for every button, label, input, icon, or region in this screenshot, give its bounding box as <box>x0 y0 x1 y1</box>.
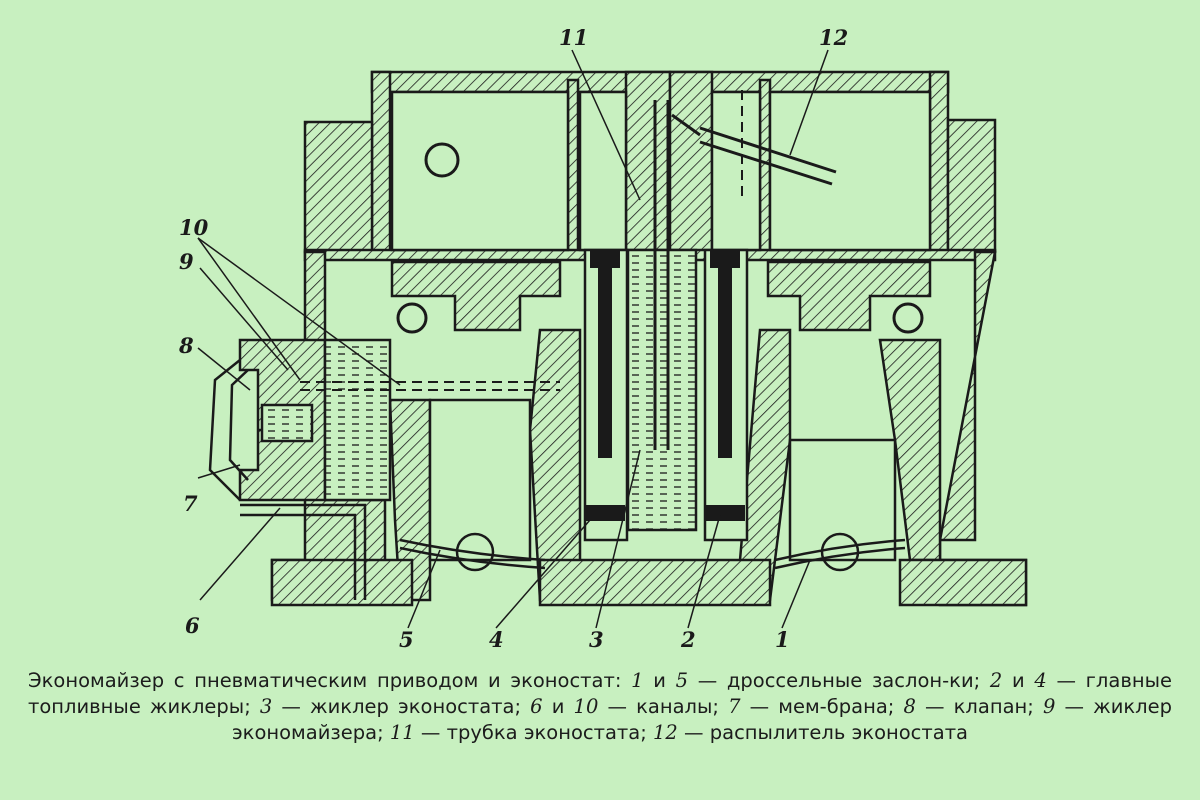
caption-text: и <box>643 669 676 692</box>
channel-6 <box>240 503 367 600</box>
caption-text: — дроссельные заслон-ки; <box>688 669 990 692</box>
floats <box>396 142 924 334</box>
caption-text: — каналы; <box>598 695 729 718</box>
throttle-valves <box>399 532 906 572</box>
caption-number: 5 <box>675 669 689 692</box>
caption-number: 10 <box>573 695 599 718</box>
caption-text: — жиклер экономайзера; <box>231 695 1173 744</box>
callout-8: 8 <box>178 333 194 358</box>
caption-text: — трубка эконостата; <box>414 721 654 744</box>
caption-text: — распылитель эконостата <box>677 721 969 744</box>
chambers <box>323 90 932 562</box>
channel-10 <box>300 90 743 391</box>
caption-number: 6 <box>530 695 543 718</box>
caption-number: 8 <box>903 695 916 718</box>
caption-text: и <box>1002 669 1035 692</box>
callout-4: 4 <box>489 627 504 652</box>
callout-1: 1 <box>775 627 790 652</box>
econostat-tube <box>653 100 837 450</box>
callout-7: 7 <box>183 491 198 516</box>
callout-9: 9 <box>179 249 194 274</box>
caption-number: 1 <box>631 669 644 692</box>
figure-caption: Экономайзер с пневматическим приводом и … <box>28 668 1172 746</box>
caption-number: 4 <box>1034 669 1047 692</box>
caption-text: — жиклер эконостата; <box>272 695 531 718</box>
caption-text: — клапан; <box>915 695 1043 718</box>
callout-12: 12 <box>819 25 848 50</box>
caption-number: 3 <box>259 695 273 718</box>
caption-number: 7 <box>728 695 741 718</box>
callout-5: 5 <box>399 627 414 652</box>
callout-2: 2 <box>680 627 696 652</box>
caption-text: Экономайзер с пневматическим приводом и … <box>28 669 632 692</box>
callout-6: 6 <box>185 613 200 638</box>
leader-lines <box>197 49 829 629</box>
caption-text: и <box>542 695 574 718</box>
caption-text: — главные топливные жиклеры; <box>28 669 1172 718</box>
caption-number: 11 <box>389 721 415 744</box>
caption-number: 2 <box>989 669 1003 692</box>
callout-10: 10 <box>179 215 209 240</box>
carburetor-drawing: 11 12 10 9 8 7 6 5 4 3 2 1 <box>178 25 1028 652</box>
main-jets <box>585 250 745 521</box>
economizer-membrane <box>208 359 314 501</box>
caption-text: — мем-брана; <box>740 695 904 718</box>
callout-11: 11 <box>559 25 588 50</box>
callout-3: 3 <box>589 627 604 652</box>
carburetor-diagram: 11 12 10 9 8 7 6 5 4 3 2 1 <box>178 25 1028 652</box>
caption-number: 9 <box>1042 695 1056 718</box>
caption-number: 12 <box>653 721 678 744</box>
